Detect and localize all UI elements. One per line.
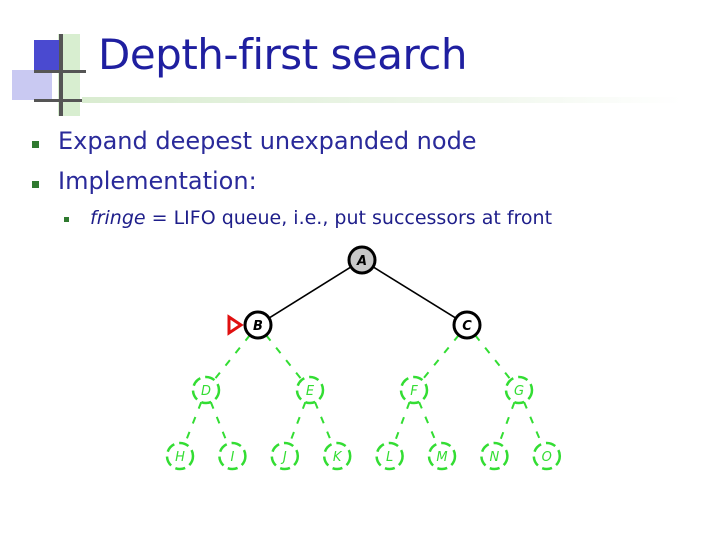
tree-node-M: M	[427, 441, 457, 471]
title-underline	[82, 97, 682, 103]
tree-node-N: N	[480, 441, 509, 471]
bullet-implementation: Implementation:	[32, 167, 257, 195]
tree-node-E: E	[295, 375, 325, 405]
tree-node-L: L	[375, 441, 404, 471]
sub-bullet-fringe: fringe = LIFO queue, i.e., put successor…	[64, 207, 553, 229]
tree-node-label: E	[306, 384, 315, 399]
tree-node-label: A	[356, 254, 367, 269]
tree-node-label: O	[542, 450, 552, 465]
logo-line-horizontal	[34, 70, 86, 73]
tree-node-label: F	[410, 384, 418, 399]
tree-edge-F-L	[393, 401, 411, 445]
tree-node-label: J	[280, 450, 287, 465]
tree-node-K: K	[322, 441, 352, 471]
sub-bullet-text: = LIFO queue, i.e., put successors at fr…	[145, 207, 553, 229]
tree-node-label: N	[490, 450, 500, 465]
tree-edge-B-E	[265, 334, 303, 381]
tree-node-A: A	[347, 245, 377, 275]
tree-node-G: G	[504, 375, 534, 405]
tree-edge-B-D	[213, 334, 251, 381]
tree-edge-A-B	[268, 266, 352, 319]
logo-block-lavender	[12, 70, 52, 100]
square-bullet-icon	[32, 181, 39, 188]
tree-node-C: C	[452, 310, 482, 340]
bullet-expand-deepest: Expand deepest unexpanded node	[32, 127, 477, 155]
tree-node-label: D	[201, 384, 211, 399]
bullet-text: Implementation:	[58, 167, 257, 195]
tree-edge-F-M	[418, 401, 438, 445]
tree-node-label: C	[462, 319, 472, 334]
tree-node-label: G	[514, 384, 524, 399]
square-bullet-icon	[32, 141, 39, 148]
logo-line-vertical	[59, 34, 63, 116]
tree-node-label: B	[253, 319, 263, 334]
current-node-marker-icon	[227, 314, 244, 336]
slide-title: Depth-first search	[98, 30, 468, 79]
logo-block-blue	[34, 40, 62, 70]
tree-node-D: D	[191, 375, 221, 405]
tree-node-label: K	[333, 450, 343, 465]
tree-node-J: J	[270, 441, 300, 471]
tree-node-H: H	[165, 441, 195, 471]
tree-edge-C-F	[421, 334, 460, 381]
tree-node-F: F	[399, 375, 429, 405]
tree-edge-A-C	[372, 266, 457, 319]
tree-node-B: B	[243, 310, 273, 340]
fringe-term: fringe	[90, 207, 146, 229]
tree-edge-E-J	[288, 401, 307, 445]
tree-node-label: L	[386, 450, 393, 465]
tree-node-label: M	[436, 450, 447, 465]
bullet-text: Expand deepest unexpanded node	[58, 127, 477, 155]
logo-line-horizontal-lower	[34, 99, 82, 102]
tree-edge-C-G	[474, 334, 512, 381]
logo-block-green	[58, 34, 80, 116]
tree-edge-D-I	[209, 401, 229, 445]
tree-node-O: O	[532, 441, 562, 471]
tree-edge-D-H	[183, 401, 203, 445]
search-tree-diagram: A B C D E F G H I J K L M N O	[165, 245, 562, 471]
tree-node-label: H	[175, 450, 185, 465]
tree-node-I: I	[218, 441, 247, 471]
tree-edge-G-N	[498, 401, 516, 445]
tree-edge-G-O	[523, 401, 543, 445]
tree-edge-E-K	[314, 401, 334, 445]
square-bullet-icon	[64, 217, 69, 222]
tree-node-label: I	[230, 450, 234, 465]
